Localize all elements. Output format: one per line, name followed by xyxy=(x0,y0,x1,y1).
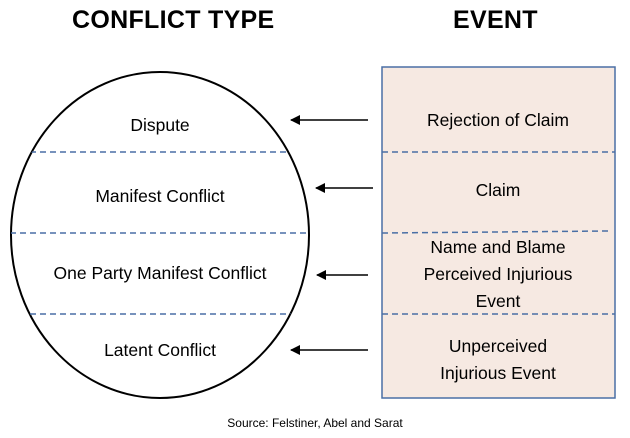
conflict-ellipse xyxy=(10,71,310,399)
event-unperceived-injurious: Unperceived Injurious Event xyxy=(440,336,556,383)
event-box xyxy=(381,66,616,399)
event-rejection-of-claim: Rejection of Claim xyxy=(427,110,569,130)
conflict-type-one-party-manifest: One Party Manifest Conflict xyxy=(53,263,267,283)
conflict-type-manifest: Manifest Conflict xyxy=(95,186,225,206)
event-heading: EVENT xyxy=(453,6,538,34)
conflict-type-heading: CONFLICT TYPE xyxy=(72,6,275,34)
conflict-type-dispute: Dispute xyxy=(130,115,190,135)
conflict-type-latent: Latent Conflict xyxy=(104,340,216,360)
event-name-and-blame: Name and Blame Perceived Injurious Event xyxy=(423,237,573,311)
event-divider-2 xyxy=(381,230,610,234)
event-claim: Claim xyxy=(475,180,521,200)
source-caption: Source: Felstiner, Abel and Sarat xyxy=(227,416,403,430)
